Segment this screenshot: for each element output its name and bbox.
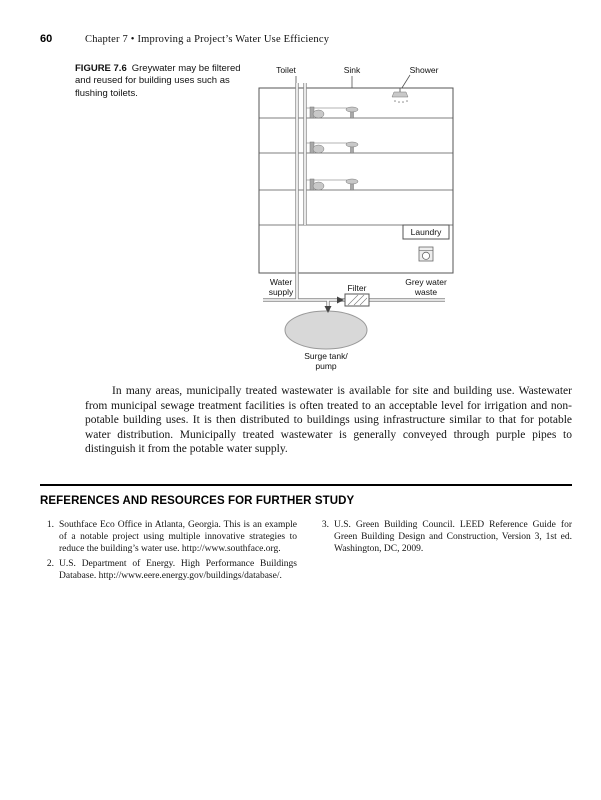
label-grey-water-line1: Grey water [405,277,447,287]
reference-item: 2. U.S. Department of Energy. High Perfo… [40,558,297,582]
label-grey-water-line2: waste [414,287,437,297]
pipe-network-core [263,83,445,313]
label-toilet: Toilet [276,65,296,75]
toilet-icon [309,141,325,154]
label-shower: Shower [410,65,439,75]
greywater-system-diagram: Toilet Sink Shower [258,65,454,371]
sink-icon [345,178,359,191]
figure-label: FIGURE 7.6 [75,63,127,74]
body-paragraph: In many areas, municipally treated waste… [85,385,572,456]
flow-arrow-right [337,296,344,304]
figure-caption-text: Greywater may be filtered and reused for… [75,63,241,99]
reference-text: U.S. Department of Energy. High Performa… [59,558,297,581]
reference-text: Southface Eco Office in Atlanta, Georgia… [59,520,297,555]
label-laundry: Laundry [411,227,442,237]
references-column-right: 3. U.S. Green Building Council. LEED Ref… [315,519,572,584]
toilet-icon [309,106,325,119]
flow-arrow-into-tank [324,306,332,313]
floor-lines [259,117,453,226]
references-section: REFERENCES AND RESOURCES FOR FURTHER STU… [40,484,572,584]
label-water-supply-line1: Water [270,277,293,287]
reference-number: 2. [46,558,54,569]
running-header-row: 60 Chapter 7 • Improving a Project’s Wat… [40,33,329,45]
laundry-label-box [402,224,450,240]
label-surge-tank-line2: pump [315,361,337,371]
references-column-left: 1. Southface Eco Office in Atlanta, Geor… [40,519,297,584]
surge-tank [284,310,368,350]
toilet-icon [309,178,325,191]
filter-component [344,293,370,307]
washing-machine-icon [418,246,434,262]
label-filter: Filter [348,283,367,293]
references-heading: REFERENCES AND RESOURCES FOR FURTHER STU… [40,495,355,507]
label-water-supply-line2: supply [269,287,294,297]
reference-item: 3. U.S. Green Building Council. LEED Ref… [315,519,572,556]
reference-number: 1. [46,520,54,530]
label-sink: Sink [344,65,361,75]
page-number: 60 [40,33,53,45]
shower-icon [391,88,409,103]
references-columns: 1. Southface Eco Office in Atlanta, Geor… [40,519,572,584]
sink-icon [345,106,359,119]
sink-icon [345,141,359,154]
reference-number: 3. [321,520,329,530]
reference-item: 1. Southface Eco Office in Atlanta, Geor… [40,519,297,556]
label-surge-tank-line1: Surge tank/ [304,351,348,361]
chapter-running-title: Chapter 7 • Improving a Project’s Water … [85,34,330,45]
reference-text: U.S. Green Building Council. LEED Refere… [334,520,572,555]
